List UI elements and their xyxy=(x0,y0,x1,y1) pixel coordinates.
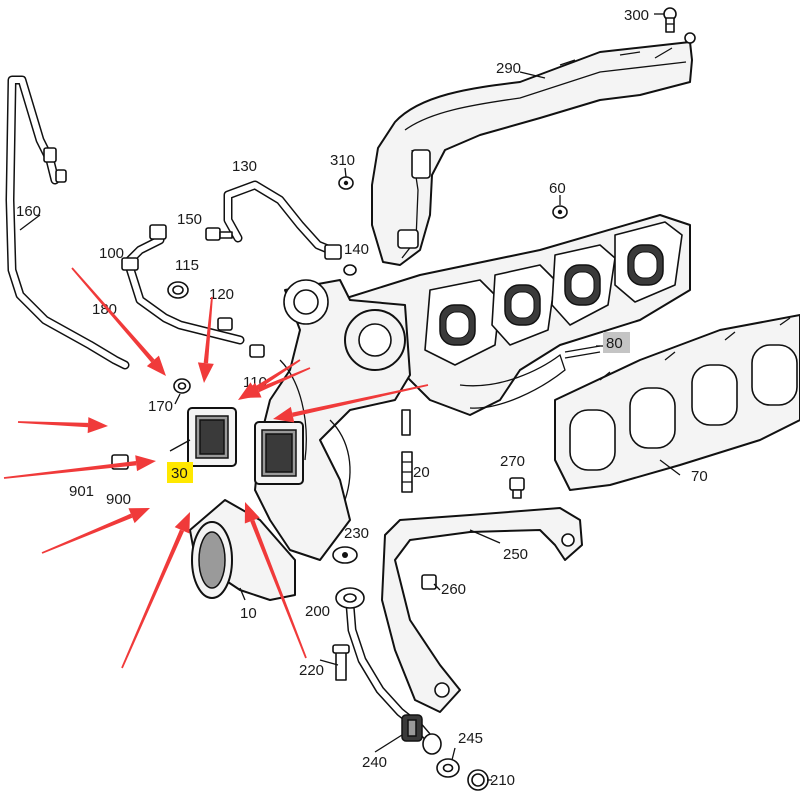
highlight-80 xyxy=(603,332,630,353)
label-140: 140 xyxy=(344,241,369,258)
nut-260 xyxy=(421,574,437,590)
washer-140 xyxy=(343,264,357,276)
highlight-30 xyxy=(167,462,193,483)
flange-200 xyxy=(335,587,365,609)
exhaust-manifold xyxy=(339,214,691,416)
red-arrow-6 xyxy=(3,455,156,479)
leader-lines xyxy=(19,13,681,781)
red-arrow-1 xyxy=(71,267,166,376)
gasket-230 xyxy=(332,546,358,564)
label-10: 10 xyxy=(240,605,257,622)
pipe-10 xyxy=(189,499,296,601)
label-200: 200 xyxy=(305,603,330,620)
gasket-70 xyxy=(554,314,800,491)
red-arrow-2 xyxy=(197,296,214,383)
pipe-200-end xyxy=(422,733,442,755)
red-arrow-10 xyxy=(238,359,301,400)
nut-60 xyxy=(552,205,568,219)
stud-20 xyxy=(401,451,413,493)
label-245: 245 xyxy=(458,730,483,747)
pipe-100 xyxy=(121,224,245,345)
clamp-115 xyxy=(167,281,189,299)
label-900: 900 xyxy=(106,491,131,508)
label-130: 130 xyxy=(232,158,257,175)
part-30-right-module xyxy=(254,421,304,485)
label-240: 240 xyxy=(362,754,387,771)
label-80: 80 xyxy=(606,335,623,352)
label-30: 30 xyxy=(171,465,188,482)
label-115: 115 xyxy=(175,257,199,274)
part-30-module xyxy=(187,407,237,467)
label-100: 100 xyxy=(99,245,124,262)
label-901: 901 xyxy=(69,483,94,500)
label-160: 160 xyxy=(16,203,41,220)
bolt-270 xyxy=(509,477,525,499)
gasket-245 xyxy=(436,758,460,778)
arrow-layer xyxy=(3,267,429,669)
plug-210 xyxy=(467,769,489,791)
turbocharger xyxy=(254,279,411,561)
label-220: 220 xyxy=(299,662,324,679)
stud-upper xyxy=(401,409,411,436)
label-260: 260 xyxy=(441,581,466,598)
fitting-120 xyxy=(217,317,265,358)
red-arrow-9 xyxy=(244,502,307,659)
label-60: 60 xyxy=(549,180,566,197)
red-arrow-4 xyxy=(273,384,429,423)
pipe-130 xyxy=(223,180,342,260)
red-arrow-7 xyxy=(41,508,150,554)
bracket-250 xyxy=(381,507,583,713)
label-210: 210 xyxy=(490,772,515,789)
washer-310 xyxy=(338,176,354,190)
label-70: 70 xyxy=(691,468,708,485)
label-300: 300 xyxy=(624,7,649,24)
washer-170 xyxy=(173,378,191,394)
label-150: 150 xyxy=(177,211,202,228)
label-20: 20 xyxy=(413,464,430,481)
clamp-240 xyxy=(401,714,423,742)
bolt-150 xyxy=(205,227,233,241)
label-250: 250 xyxy=(503,546,528,563)
label-170: 170 xyxy=(148,398,173,415)
red-arrow-8 xyxy=(121,512,190,669)
red-arrow-5 xyxy=(17,417,108,434)
label-270: 270 xyxy=(500,453,525,470)
bolt-220 xyxy=(332,644,350,681)
clip-near-300 xyxy=(684,32,696,44)
stud-80 xyxy=(564,345,601,359)
pipe-160 xyxy=(5,75,130,370)
label-310: 310 xyxy=(330,152,355,169)
bolt-300 xyxy=(663,7,677,33)
label-290: 290 xyxy=(496,60,521,77)
label-120: 120 xyxy=(209,286,234,303)
label-230: 230 xyxy=(344,525,369,542)
